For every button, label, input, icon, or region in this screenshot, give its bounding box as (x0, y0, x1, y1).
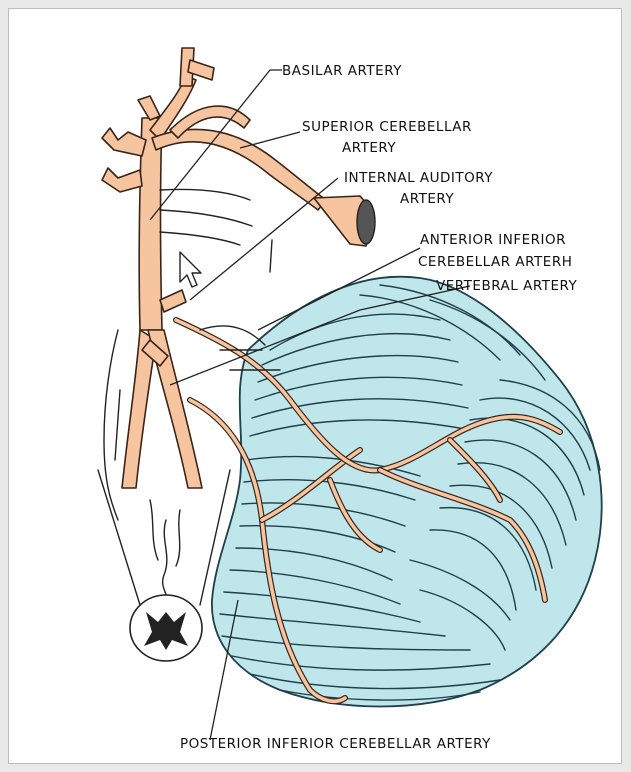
label-internal-auditory-2: ARTERY (400, 191, 454, 207)
anterior-inferior-artery (173, 317, 563, 603)
label-posterior-inferior: POSTERIOR INFERIOR CEREBELLAR ARTERY (180, 736, 491, 752)
cerebellum-outline (211, 275, 603, 708)
cerebellum (211, 275, 603, 708)
leader-lines (149, 69, 471, 741)
mouse-pointer-icon (179, 251, 202, 288)
posterior-inferior-artery (187, 397, 363, 705)
label-anterior-inferior-2: CEREBELLAR ARTERH (418, 254, 572, 270)
small-branches (159, 188, 281, 371)
label-vertebral-artery: VERTEBRAL ARTERY (436, 278, 578, 294)
label-anterior-inferior-1: ANTERIOR INFERIOR (420, 232, 566, 248)
label-superior-cerebellar-1: SUPERIOR CEREBELLAR (302, 119, 472, 135)
brainstem (97, 329, 231, 662)
label-basilar-artery: BASILAR ARTERY (282, 63, 402, 79)
label-internal-auditory-1: INTERNAL AUDITORY (344, 170, 493, 186)
basilar-artery-system (101, 47, 376, 489)
grey-matter (144, 612, 188, 650)
label-superior-cerebellar-2: ARTERY (342, 140, 396, 156)
cut-artery-end (356, 199, 376, 245)
